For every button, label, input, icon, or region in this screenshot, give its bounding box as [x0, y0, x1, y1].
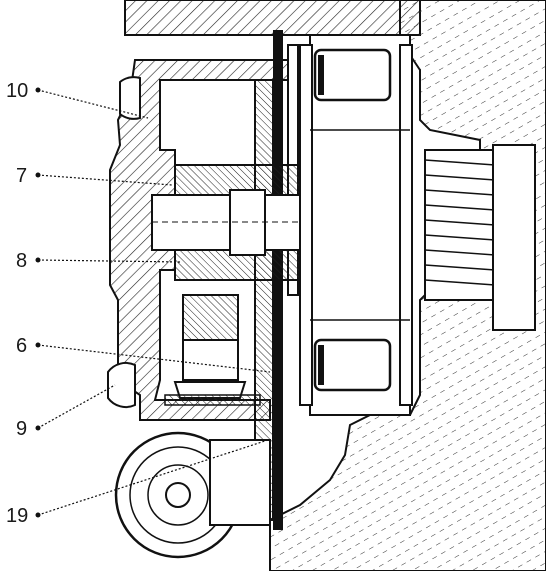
cap-screw-top — [119, 76, 141, 120]
callout-8-label: 8 — [16, 250, 27, 272]
leader-lines — [37, 89, 271, 516]
callout-8-dot — [35, 257, 41, 263]
callout-labels: 10 7 8 6 9 19 — [6, 80, 41, 527]
callout-19-label: 19 — [6, 505, 28, 527]
callout-10-label: 10 — [6, 80, 28, 102]
callout-6-dot — [35, 342, 41, 348]
callout-7-dot — [35, 172, 41, 178]
callout-10-dot — [35, 87, 41, 93]
callout-19-dot — [35, 512, 41, 518]
threaded-stub — [424, 144, 536, 331]
cap-screw-bottom — [107, 362, 136, 408]
casting-body — [269, 0, 546, 571]
lower-gear — [164, 294, 261, 406]
roller-wheel — [114, 431, 271, 559]
callout-6-label: 6 — [16, 335, 27, 357]
callout-9-label: 9 — [16, 418, 27, 440]
callout-9-dot — [35, 425, 41, 431]
chain-drum — [299, 34, 413, 416]
callout-7-label: 7 — [16, 165, 27, 187]
top-housing — [124, 0, 421, 36]
